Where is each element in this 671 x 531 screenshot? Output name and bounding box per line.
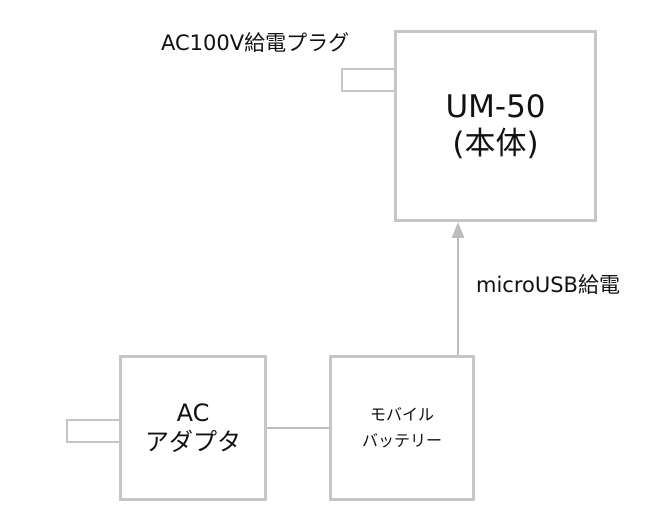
arrow-head-up-icon xyxy=(451,222,465,238)
um50-body-label: (本体) xyxy=(452,126,539,162)
um50-plug-icon xyxy=(341,68,397,92)
ac-adapter-label-line2: アダプタ xyxy=(145,428,241,456)
mobile-battery-box: モバイル バッテリー xyxy=(329,355,475,501)
microusb-power-label: microUSB給電 xyxy=(476,273,620,297)
mobile-battery-label-line2: バッテリー xyxy=(361,431,442,450)
ac-adapter-box: AC アダプタ xyxy=(119,355,267,501)
ac-adapter-plug-icon xyxy=(66,419,122,443)
mobile-battery-label-line1: モバイル xyxy=(369,405,434,424)
um50-main-unit-box: UM-50 (本体) xyxy=(394,30,597,222)
um50-model-label: UM-50 xyxy=(445,89,546,125)
ac-adapter-label-line1: AC xyxy=(176,399,210,427)
ac100v-plug-label: AC100V給電プラグ xyxy=(161,31,350,55)
